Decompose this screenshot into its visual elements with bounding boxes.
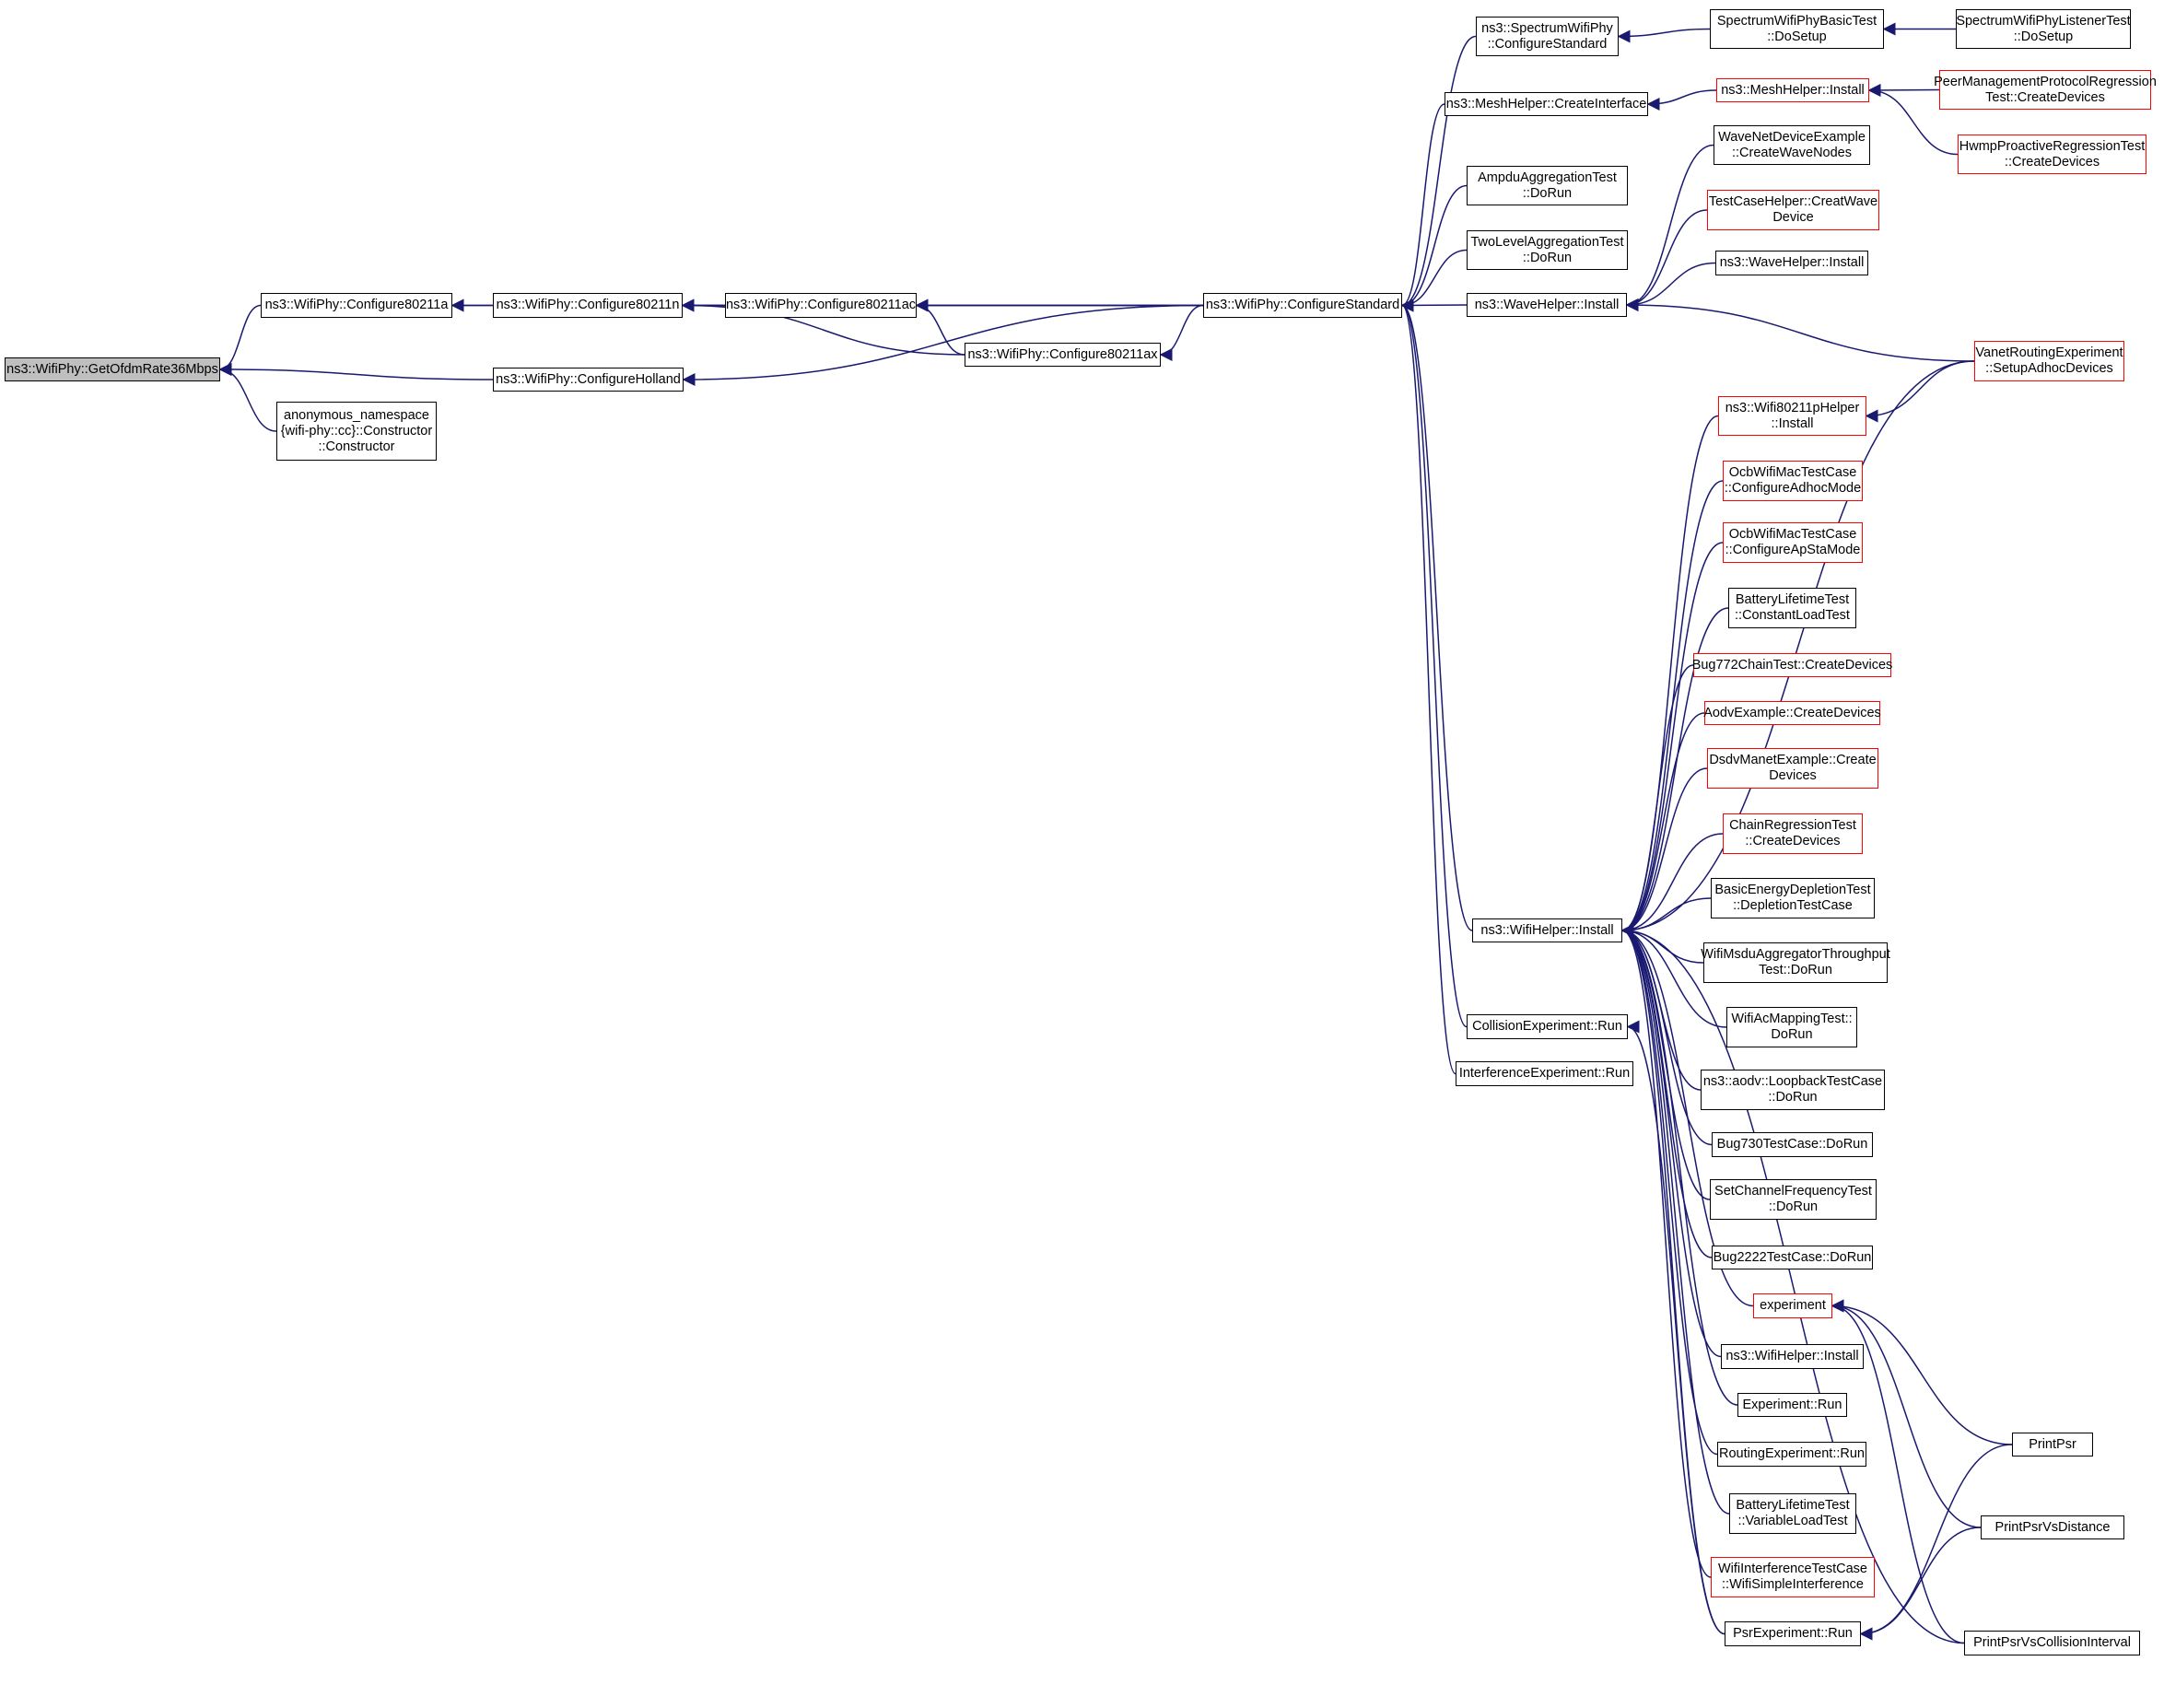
node-spectrumwifiphy-configurestandard[interactable]: ns3::SpectrumWifiPhy ::ConfigureStandard <box>1476 17 1619 56</box>
node-configure80211ax[interactable]: ns3::WifiPhy::Configure80211ax <box>965 343 1161 367</box>
edge-batteryconstant-to-wifihelperinstall <box>1620 607 1729 937</box>
node-wifi80211phelper-install[interactable]: ns3::Wifi80211pHelper ::Install <box>1718 396 1866 436</box>
node-bug730testcase[interactable]: Bug730TestCase::DoRun <box>1712 1132 1873 1157</box>
node-interferenceexperiment-run[interactable]: InterferenceExperiment::Run <box>1456 1061 1633 1086</box>
edge-configurestandard-to-configureholland <box>682 304 1204 386</box>
edge-dsdvmanet-to-wifihelperinstall <box>1620 767 1708 937</box>
node-batterylifetimetest-constant[interactable]: BatteryLifetimeTest ::ConstantLoadTest <box>1728 588 1856 628</box>
node-hwmpproactiveregressiontest[interactable]: HwmpProactiveRegressionTest ::CreateDevi… <box>1958 135 2146 174</box>
edge-hwmp-to-meshinstall <box>1867 84 1959 156</box>
node-wifiinterferencetestcase[interactable]: WifiInterferenceTestCase ::WifiSimpleInt… <box>1711 1557 1875 1597</box>
edge-vanet-to-wifi80211p <box>1865 360 1975 423</box>
node-peermanagementprotocolregressiontest[interactable]: PeerManagementProtocolRegression Test::C… <box>1934 70 2157 110</box>
node-wifimsduaggregatorthroughputtest[interactable]: WifiMsduAggregatorThroughput Test::DoRun <box>1701 942 1890 983</box>
edge-psrexp-to-collision <box>1626 1020 1725 1635</box>
node-configure80211a[interactable]: ns3::WifiPhy::Configure80211a <box>261 293 452 318</box>
edge-waveinstall-to-configurestandard <box>1400 298 1468 312</box>
edge-wavenetdevice-to-waveinstall <box>1625 144 1714 311</box>
node-aodv-loopbacktestcase[interactable]: ns3::aodv::LoopbackTestCase ::DoRun <box>1701 1070 1885 1110</box>
node-experiment[interactable]: experiment <box>1753 1293 1832 1318</box>
edge-wavehelperinstall2-to-waveinstall <box>1625 262 1716 311</box>
edge-vanet-to-waveinstall <box>1625 298 1975 362</box>
node-spectrumwifiphylistenertest[interactable]: SpectrumWifiPhyListenerTest ::DoSetup <box>1956 9 2131 49</box>
node-wifihelper-install[interactable]: ns3::WifiHelper::Install <box>1472 918 1622 942</box>
edge-wifihelperinstall-to-configurestandard <box>1400 298 1473 931</box>
edge-basicenergy-to-wifihelperinstall <box>1620 897 1712 937</box>
node-aodvexample[interactable]: AodvExample::CreateDevices <box>1703 701 1881 725</box>
edge-chainregression-to-wifihelperinstall <box>1620 833 1724 937</box>
edge-spectrumbasic-to-spectrumconfigurestandard <box>1617 28 1711 43</box>
edge-bug730-to-wifihelperinstall <box>1620 924 1713 1146</box>
edge-configure80211a-to-getofdmrate36mbps <box>218 304 262 376</box>
node-bug2222testcase[interactable]: Bug2222TestCase::DoRun <box>1712 1246 1873 1269</box>
node-wifihelper-install-2[interactable]: ns3::WifiHelper::Install <box>1721 1344 1864 1369</box>
node-testcasehelper[interactable]: TestCaseHelper::CreatWave Device <box>1707 190 1879 230</box>
node-psrexperiment-run[interactable]: PsrExperiment::Run <box>1725 1621 1861 1646</box>
edge-printpsrdist-to-experiment <box>1831 1299 1982 1528</box>
node-getofdmrate36mbps: ns3::WifiPhy::GetOfdmRate36Mbps <box>5 357 220 381</box>
edge-routingexp-to-wifihelperinstall <box>1620 924 1718 1456</box>
node-ocbwifimactestcase-adhoc[interactable]: OcbWifiMacTestCase ::ConfigureAdhocMode <box>1723 461 1863 501</box>
node-ampduaggregationtest[interactable]: AmpduAggregationTest ::DoRun <box>1467 166 1628 205</box>
edge-wifiinterference-to-wifihelperinstall <box>1620 924 1712 1578</box>
edge-aodvexample-to-wifihelperinstall <box>1620 712 1705 937</box>
edge-batteryvariable-to-wifihelperinstall <box>1620 924 1730 1515</box>
edge-printpsrdist-to-psrexp <box>1859 1527 1982 1641</box>
edge-meshinstall-to-meshcreateinterface <box>1646 89 1717 111</box>
node-meshhelper-createinterface[interactable]: ns3::MeshHelper::CreateInterface <box>1445 92 1648 116</box>
edge-configureholland-to-getofdmrate36mbps <box>218 363 494 380</box>
node-routingexperiment-run[interactable]: RoutingExperiment::Run <box>1717 1442 1866 1467</box>
node-wavehelper-install-2[interactable]: ns3::WaveHelper::Install <box>1715 251 1868 275</box>
edge-interference-to-configurestandard <box>1400 298 1456 1075</box>
node-experiment-run[interactable]: Experiment::Run <box>1737 1393 1847 1417</box>
node-ocbwifimactestcase-apsta[interactable]: OcbWifiMacTestCase ::ConfigureApStaMode <box>1723 522 1863 563</box>
node-configure80211ac[interactable]: ns3::WifiPhy::Configure80211ac <box>725 293 917 318</box>
node-twolevelaggregationtest[interactable]: TwoLevelAggregationTest ::DoRun <box>1467 230 1628 270</box>
node-batterylifetimetest-variable[interactable]: BatteryLifetimeTest ::VariableLoadTest <box>1729 1493 1856 1534</box>
node-wavenetdeviceexample[interactable]: WaveNetDeviceExample ::CreateWaveNodes <box>1714 125 1870 165</box>
node-wifiacmappingtest[interactable]: WifiAcMappingTest:: DoRun <box>1726 1007 1857 1047</box>
edge-ocbapsta-to-wifihelperinstall <box>1620 542 1724 937</box>
edge-peermgmt-to-meshinstall <box>1867 83 1940 97</box>
node-printpsrvsdistance[interactable]: PrintPsrVsDistance <box>1981 1515 2124 1539</box>
node-anonymous-constructor[interactable]: anonymous_namespace {wifi-phy::cc}::Cons… <box>276 402 437 461</box>
edge-meshcreateinterface-to-configurestandard <box>1400 103 1445 312</box>
edge-printpsr-to-experiment <box>1831 1299 2013 1445</box>
edge-spectrumconfigurestandard-to-configurestandard <box>1400 35 1477 312</box>
node-basicenergydepletiontest[interactable]: BasicEnergyDepletionTest ::DepletionTest… <box>1711 878 1875 918</box>
node-dsdvmanetexample[interactable]: DsdvManetExample::Create Devices <box>1707 748 1878 789</box>
node-meshhelper-install[interactable]: ns3::MeshHelper::Install <box>1716 78 1869 102</box>
edge-printpsrcoll-to-experiment <box>1831 1299 1965 1644</box>
node-collisionexperiment-run[interactable]: CollisionExperiment::Run <box>1467 1014 1628 1039</box>
edge-anonymous-to-getofdmrate36mbps <box>218 363 277 432</box>
edge-bug2222-to-wifihelperinstall <box>1620 924 1713 1258</box>
node-bug772chaintest[interactable]: Bug772ChainTest::CreateDevices <box>1692 653 1892 677</box>
edge-testcasehelper-to-waveinstall <box>1625 209 1708 311</box>
edge-collision-to-configurestandard <box>1400 298 1468 1028</box>
node-setchannelfrequencytest[interactable]: SetChannelFrequencyTest ::DoRun <box>1710 1179 1877 1220</box>
node-printpsr[interactable]: PrintPsr <box>2012 1433 2093 1456</box>
node-printpsrvscollisioninterval[interactable]: PrintPsrVsCollisionInterval <box>1964 1631 2140 1655</box>
edge-experimentrun-to-wifihelperinstall <box>1620 924 1738 1406</box>
node-configurestandard[interactable]: ns3::WifiPhy::ConfigureStandard <box>1203 293 1402 318</box>
edge-vanet-to-wifihelperinstall <box>1620 360 1975 937</box>
edge-configurestandard-to-configure80211ax <box>1159 304 1204 361</box>
node-vanetroutingexperiment[interactable]: VanetRoutingExperiment ::SetupAdhocDevic… <box>1974 341 2124 381</box>
edge-bug772-to-wifihelperinstall <box>1620 664 1694 937</box>
edge-configure80211ax-to-configure80211ac <box>915 298 965 356</box>
edge-acmapping-to-wifihelperinstall <box>1620 924 1727 1028</box>
node-configureholland[interactable]: ns3::WifiPhy::ConfigureHolland <box>493 368 684 392</box>
node-chainregressiontest[interactable]: ChainRegressionTest ::CreateDevices <box>1723 813 1863 854</box>
edge-experiment-to-wifihelperinstall <box>1620 924 1754 1307</box>
node-spectrumwifiphybasictest[interactable]: SpectrumWifiPhyBasicTest ::DoSetup <box>1710 9 1884 49</box>
node-configure80211n[interactable]: ns3::WifiPhy::Configure80211n <box>493 293 683 318</box>
edge-wifihelperinstall2-to-wifihelperinstall <box>1620 924 1722 1358</box>
edge-printpsrcoll-to-wifihelperinstall <box>1620 924 1965 1644</box>
node-wavehelper-install[interactable]: ns3::WaveHelper::Install <box>1467 293 1627 317</box>
